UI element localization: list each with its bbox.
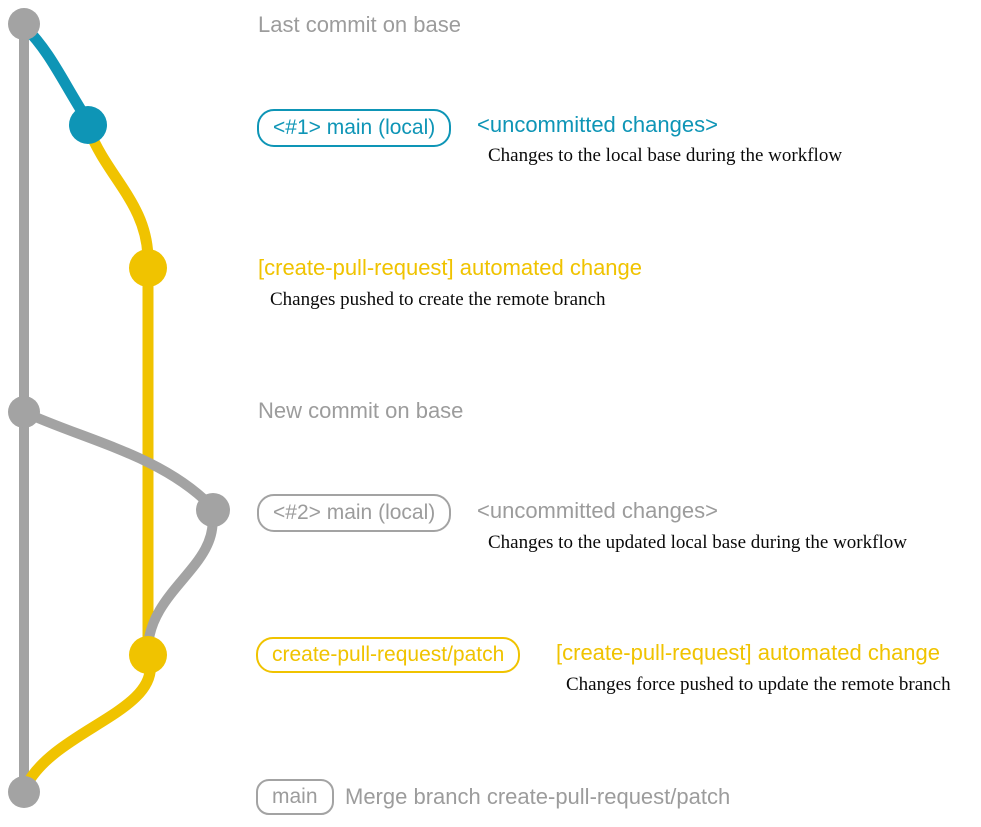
branch1-curve xyxy=(19,21,92,124)
branch2-to-patch-curve xyxy=(143,509,218,653)
merge-curve xyxy=(20,656,156,792)
branch2-ref-badge: <#2> main (local) xyxy=(257,494,452,532)
branch2-description: Changes to the updated local base during… xyxy=(488,532,907,553)
merge-message: Merge branch create-pull-request/patch xyxy=(345,784,731,809)
commit-node-last-base xyxy=(8,8,40,40)
commit-node-branch2 xyxy=(196,493,230,527)
commit1-message: [create-pull-request] automated change xyxy=(258,255,643,280)
commit-node-new-base xyxy=(8,396,40,428)
commit2-description: Changes force pushed to update the remot… xyxy=(566,674,951,695)
commit-node-automated-2 xyxy=(129,636,167,674)
label-last-commit: Last commit on base xyxy=(258,12,461,37)
base-to-branch2-curve xyxy=(19,407,215,510)
branch1-ref-badge: <#1> main (local) xyxy=(257,109,452,147)
commit-node-merge xyxy=(8,776,40,808)
patch-ref-badge: create-pull-request/patch xyxy=(256,637,521,673)
commit-node-automated-1 xyxy=(129,249,167,287)
label-new-commit: New commit on base xyxy=(258,398,464,423)
commit1-description: Changes pushed to create the remote bran… xyxy=(270,289,606,310)
commit-node-branch1 xyxy=(69,106,107,144)
commit2-message: [create-pull-request] automated change xyxy=(556,640,941,665)
branch2-status: <uncommitted changes> xyxy=(477,498,718,523)
branch1-description: Changes to the local base during the wor… xyxy=(488,145,843,166)
remote-branch-line xyxy=(83,124,154,661)
branch1-status: <uncommitted changes> xyxy=(477,112,718,137)
main-ref-badge: main xyxy=(256,779,334,815)
